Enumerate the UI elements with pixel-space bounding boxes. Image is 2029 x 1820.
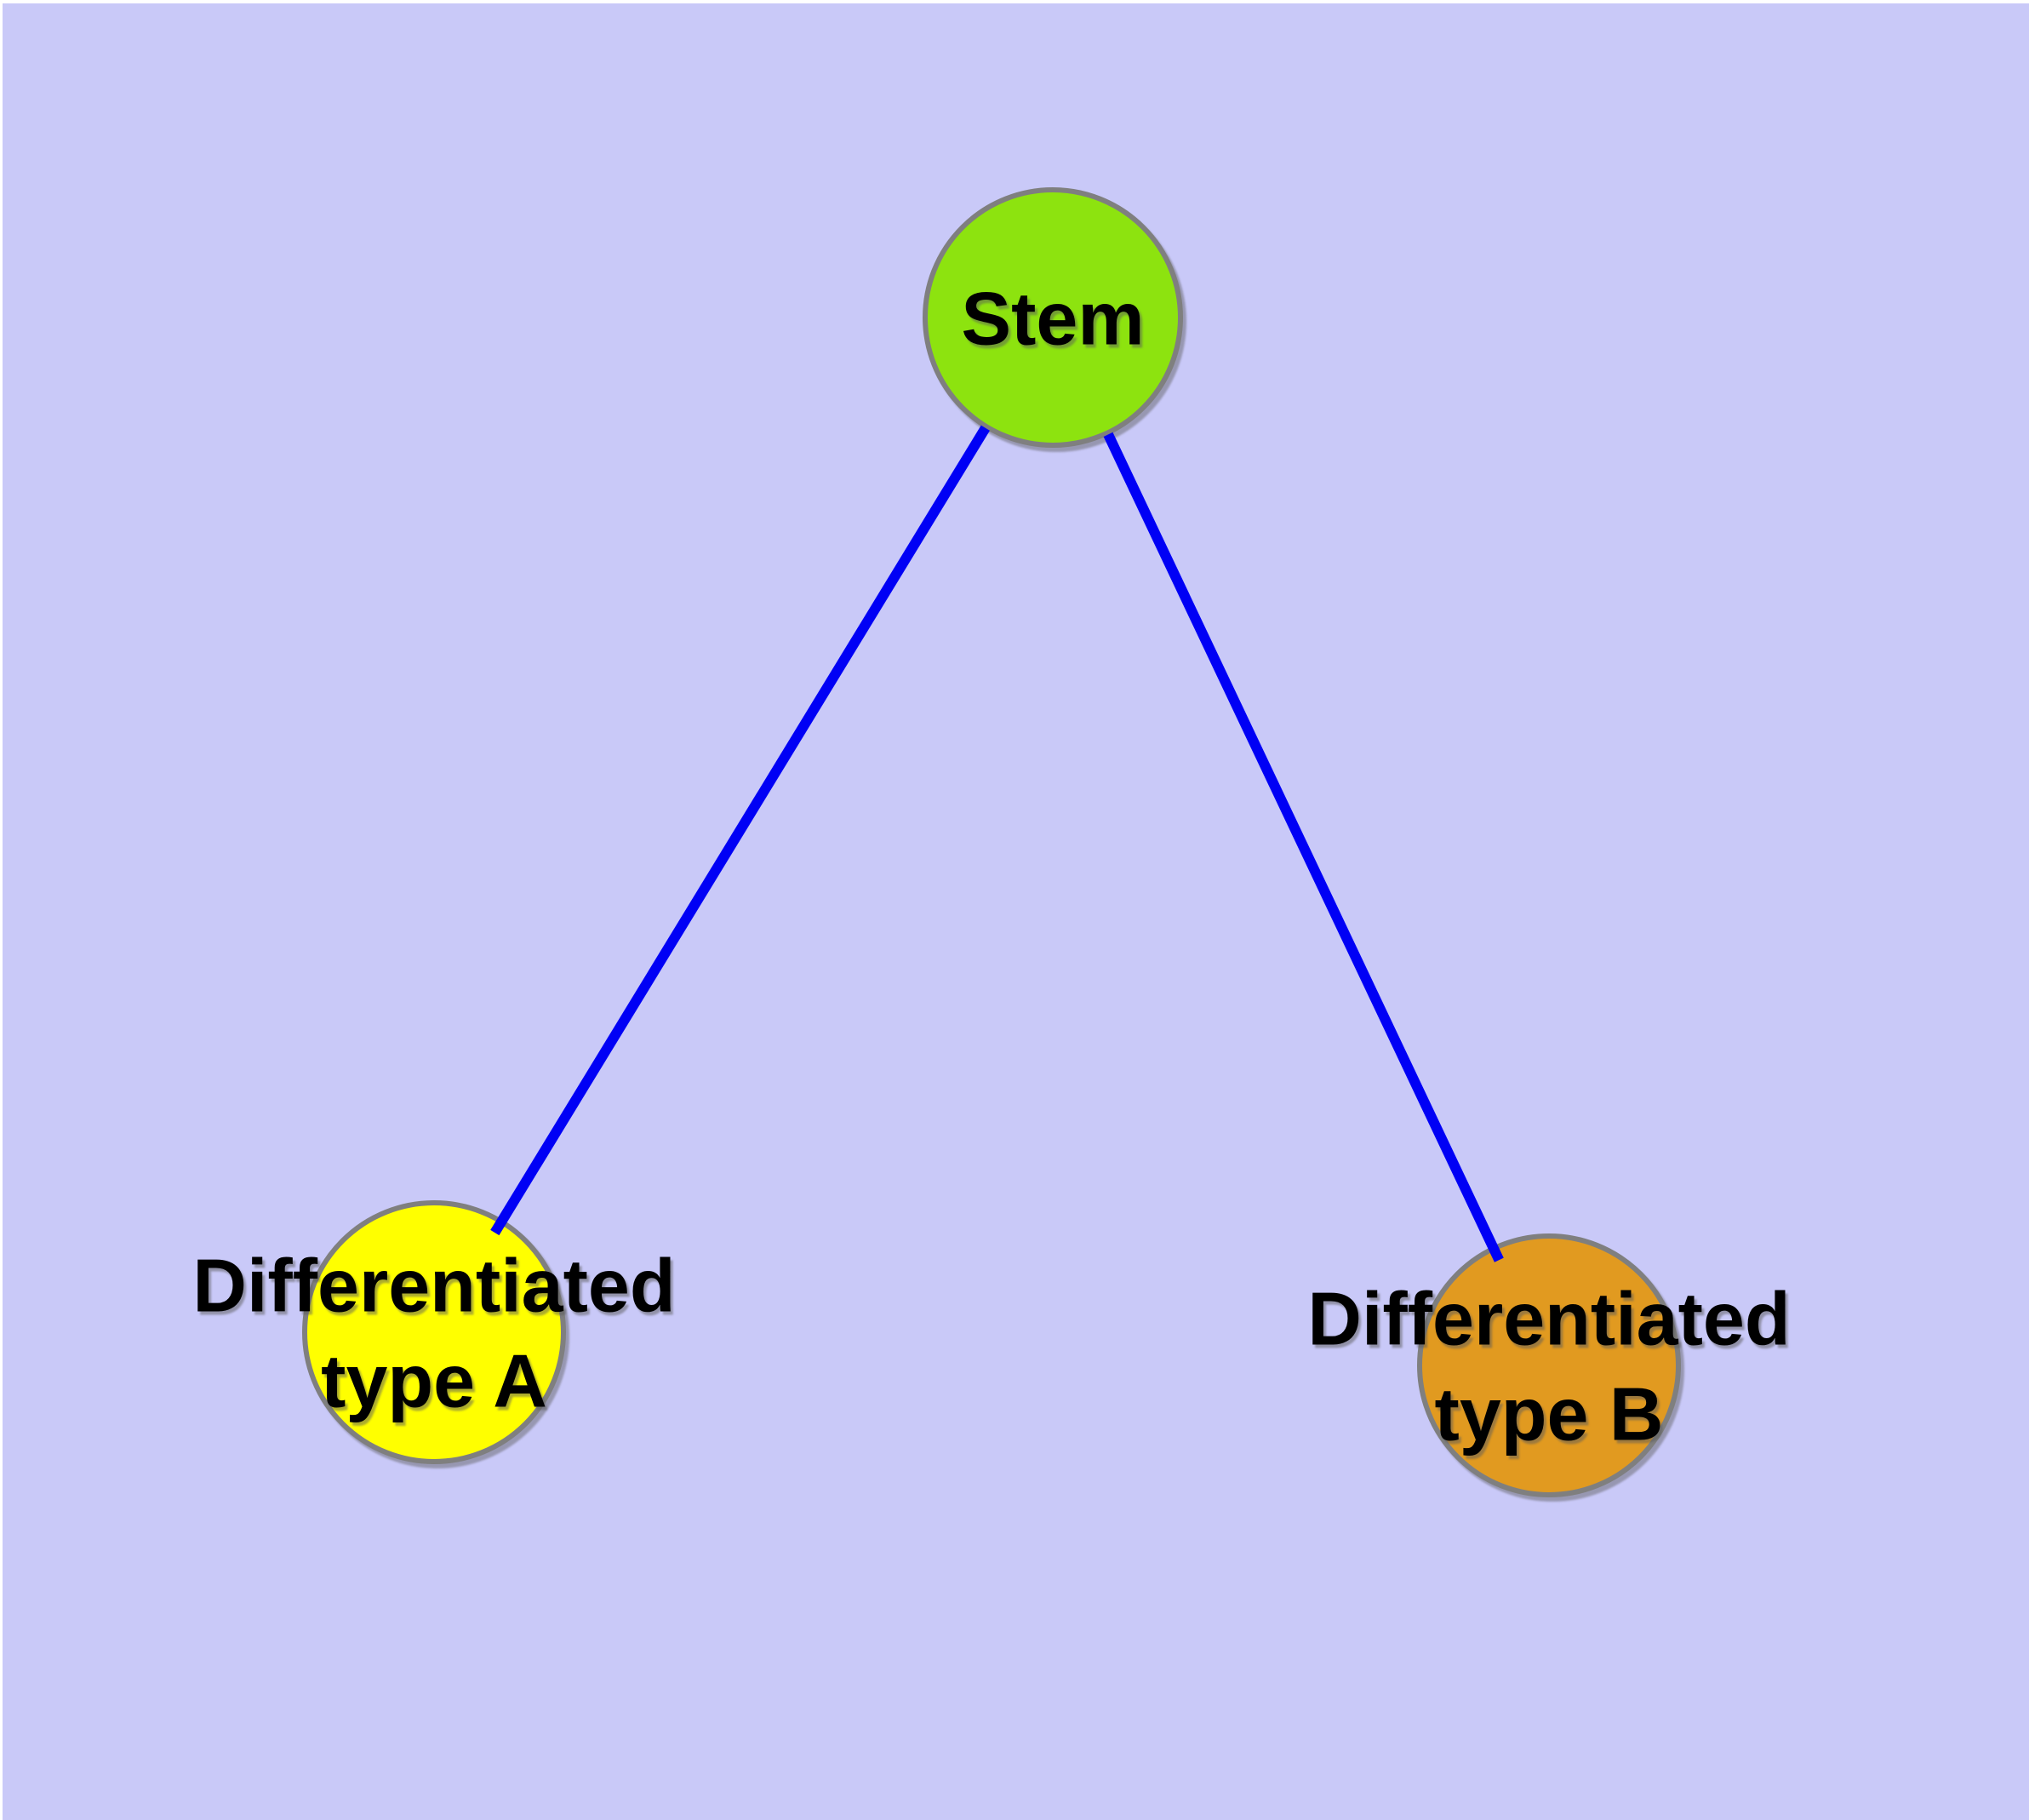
node-circle-stem (923, 187, 1183, 448)
node-label-diff-b-line-1: Differentiated (1307, 1277, 1790, 1361)
node-circle-diff-a (302, 1200, 566, 1464)
node-label-diff-a-line-2: type A (321, 1339, 547, 1423)
node-label-diff-b-line-2: type B (1435, 1372, 1664, 1457)
node-label-stem-line-1: Stem (961, 277, 1144, 361)
node-label-diff-a-line-1: Differentiated (192, 1244, 675, 1328)
node-circle-diff-b (1417, 1233, 1681, 1497)
edge-stem-to-diff-a (490, 425, 990, 1236)
edge-stem-to-diff-b (1103, 432, 1504, 1262)
